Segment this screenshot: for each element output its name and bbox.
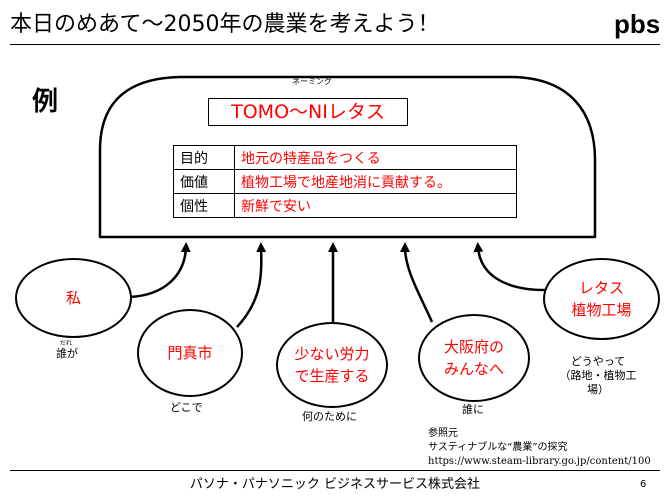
ellipse-where-text: 門真市 xyxy=(167,344,213,362)
arrow-5 xyxy=(473,242,546,292)
row-label: 価値 xyxy=(173,169,235,194)
page-number: 6 xyxy=(640,479,647,490)
logo-text: pbs xyxy=(614,9,660,39)
arrow-1 xyxy=(129,242,191,299)
arrow-2 xyxy=(236,242,267,328)
arrow-4 xyxy=(400,242,434,323)
reference-title: サスティナブルな“農業”の探究 xyxy=(428,442,568,453)
ellipse-who-text: 私 xyxy=(65,289,81,307)
row-label: 目的 xyxy=(173,145,235,170)
note-who-ruby: だれ xyxy=(60,340,73,347)
note-why: 何のために xyxy=(302,410,357,423)
footer-company: パソナ・パナソニック ビジネスサービス株式会社 xyxy=(189,477,481,492)
table-row: 個性 新鮮で安い xyxy=(173,193,517,218)
reference-url: https://www.steam-library.go.jp/content/… xyxy=(428,456,651,467)
note-where: どこで xyxy=(170,401,203,414)
title-divider xyxy=(10,44,660,45)
concept-table: 目的 地元の特産品をつくる 価値 植物工場で地産地消に貢献する。 個性 新鮮で安… xyxy=(173,145,517,218)
pbs-logo: pbs xyxy=(614,9,660,39)
reference: 参照元 サスティナブルな“農業”の探究 https://www.steam-li… xyxy=(428,427,651,469)
page-title: 本日のめあて～2050年の農業を考えよう！ xyxy=(10,12,440,37)
table-row: 価値 植物工場で地産地消に貢献する。 xyxy=(173,169,517,194)
ellipse-to-whom: 大阪府の みんなへ xyxy=(418,314,530,402)
note-to-whom: 誰に xyxy=(462,403,484,416)
ellipse-how-text: レタス 植物工場 xyxy=(571,279,632,319)
row-value: 植物工場で地産地消に貢献する。 xyxy=(234,169,517,194)
ellipse-how: レタス 植物工場 xyxy=(543,258,660,340)
ellipse-who: 私 xyxy=(15,258,132,338)
ellipse-to-whom-text: 大阪府の みんなへ xyxy=(443,338,504,378)
example-label: 例 xyxy=(32,87,59,117)
table-row: 目的 地元の特産品をつくる xyxy=(173,145,517,170)
footer-divider xyxy=(10,470,660,471)
note-who: 誰が xyxy=(56,347,78,360)
ellipse-why-text: 少ない労力 で生産する xyxy=(294,345,370,385)
row-label: 個性 xyxy=(173,193,235,218)
note-how: どうやって （路地・植物工 場） xyxy=(559,355,637,396)
ellipse-why: 少ない労力 で生産する xyxy=(276,322,388,408)
row-value: 新鮮で安い xyxy=(234,193,517,218)
reference-heading: 参照元 xyxy=(428,428,458,439)
ellipse-where: 門真市 xyxy=(137,309,243,397)
naming-box: TOMO～NIレタス xyxy=(208,98,408,126)
row-value: 地元の特産品をつくる xyxy=(234,145,517,170)
naming-caption: ネーミング xyxy=(292,77,332,86)
